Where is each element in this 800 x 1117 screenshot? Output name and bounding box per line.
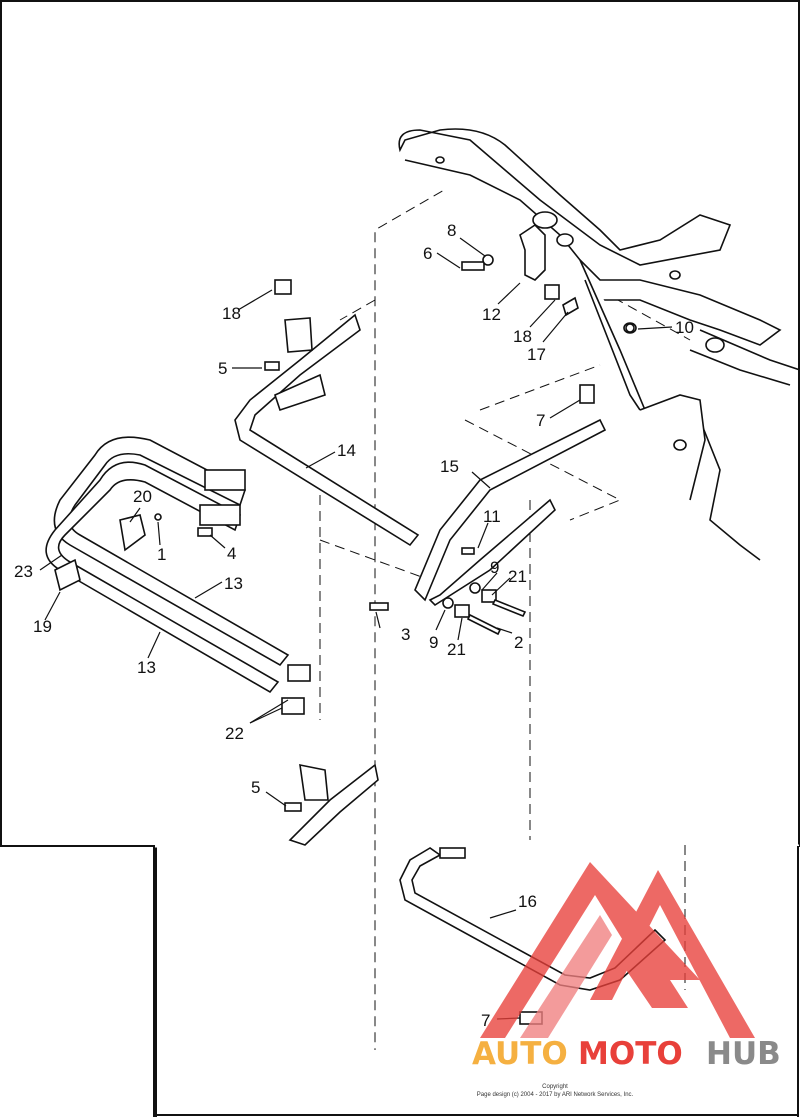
guard-tube-15: [369, 384, 607, 611]
callout-7-upper: 7: [536, 411, 545, 430]
callout-18-left: 18: [222, 304, 241, 323]
copyright-line-1: Copyright: [542, 1084, 568, 1090]
callout-15: 15: [440, 457, 459, 476]
callout-12: 12: [482, 305, 501, 324]
callout-3: 3: [401, 625, 410, 644]
callout-14: 14: [337, 441, 356, 460]
watermark-hub: HUB: [706, 1036, 781, 1072]
callout-16: 16: [518, 892, 537, 911]
callout-2: 2: [514, 633, 523, 652]
guard-tube-14: [234, 279, 420, 547]
callout-19: 19: [33, 617, 52, 636]
saddlebag-rail-assembly: [45, 436, 290, 694]
callout-5-upper: 5: [218, 359, 227, 378]
callout-9-right: 9: [490, 558, 499, 577]
automotohub-wordmark: AUTO MOTO HUB: [472, 1036, 781, 1072]
callout-11: 11: [483, 507, 501, 526]
callout-9-left: 9: [429, 633, 438, 652]
frame-mounting-bracket: [461, 223, 579, 317]
automotohub-watermark-logo: [480, 862, 755, 1038]
copyright-line-2: Page design (c) 2004 - 2017 by ARI Netwo…: [477, 1092, 634, 1098]
callout-7-lower: 7: [481, 1011, 490, 1030]
callout-10: 10: [675, 318, 694, 337]
callout-21-upper: 21: [508, 567, 527, 586]
callout-leader-lines: [39, 237, 673, 1020]
callout-17: 17: [527, 345, 546, 364]
callout-21-lower: 21: [447, 640, 466, 659]
callout-22: 22: [225, 724, 244, 743]
callout-6: 6: [423, 244, 432, 263]
callout-5-lower: 5: [251, 778, 260, 797]
motorcycle-frame: [398, 128, 800, 561]
callout-13-lower: 13: [137, 658, 156, 677]
lower-mount-tube: [284, 763, 379, 846]
watermark-moto: MOTO: [578, 1036, 683, 1072]
callout-23: 23: [14, 562, 33, 581]
callout-numbers: 6 8 12 18 17 10 7 18 5 14 15 11 20 1 4 2…: [14, 221, 694, 1030]
callout-18-upper-right: 18: [513, 327, 532, 346]
callout-8: 8: [447, 221, 456, 240]
callout-1: 1: [157, 545, 166, 564]
rail-sleeves: [281, 664, 311, 715]
callout-13-upper: 13: [224, 574, 243, 593]
hardware-fasteners: [442, 323, 635, 636]
callout-4: 4: [227, 544, 236, 563]
callout-20: 20: [133, 487, 152, 506]
watermark-auto: AUTO: [472, 1036, 568, 1072]
